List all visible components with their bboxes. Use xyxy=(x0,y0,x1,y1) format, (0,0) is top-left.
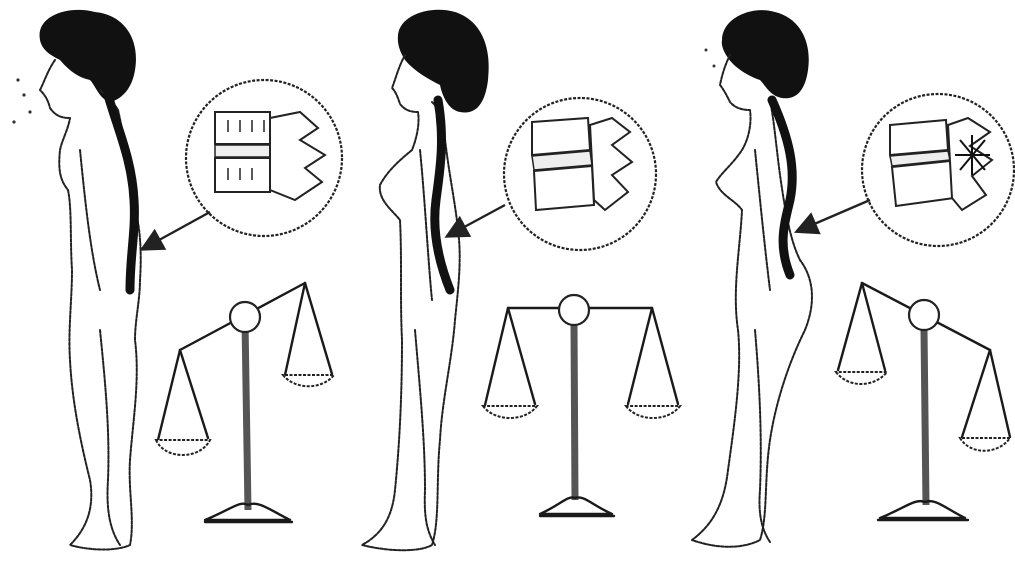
scale-post xyxy=(574,325,575,500)
body-outline xyxy=(692,55,812,547)
magnifier-pointer xyxy=(805,200,870,228)
figure-swayback xyxy=(692,10,812,547)
body-outline xyxy=(40,60,141,550)
scale-post xyxy=(245,322,248,510)
hair-shape xyxy=(40,10,136,102)
figure-upright xyxy=(362,10,489,550)
vertebra-lower xyxy=(534,166,594,210)
balance-scale-2 xyxy=(483,295,680,516)
scale-pan-right xyxy=(626,406,680,418)
vertebra-upper xyxy=(532,118,590,155)
scale-post xyxy=(924,330,926,505)
arm-line xyxy=(80,150,100,290)
breath-marks xyxy=(12,78,31,123)
hair-shape xyxy=(722,10,809,98)
magnifier-pointer xyxy=(455,205,505,232)
breath-marks xyxy=(705,49,716,68)
vertebra-upper xyxy=(890,120,948,155)
vertebra-upper xyxy=(215,112,270,144)
scale-pivot xyxy=(559,295,589,325)
scale-pan-right xyxy=(283,375,334,386)
panel-upright xyxy=(362,10,680,550)
scale-pivot xyxy=(230,302,260,332)
spine-curve xyxy=(435,100,450,290)
arm-line xyxy=(755,150,770,290)
spine-curve xyxy=(108,95,134,290)
arm-line xyxy=(420,150,432,300)
vertebra-lower xyxy=(215,158,270,192)
scale-pan-right xyxy=(960,438,1010,451)
scale-pan-left xyxy=(836,372,887,384)
scale-pan-left xyxy=(483,406,537,418)
panel-slouched xyxy=(12,10,342,550)
vertebra-lower xyxy=(892,161,954,206)
scale-pan-left xyxy=(156,440,210,455)
figure-slouched xyxy=(12,10,140,550)
balance-scale-1 xyxy=(156,283,334,522)
scale-pivot xyxy=(909,300,939,330)
leg-line xyxy=(415,330,435,545)
hair-shape xyxy=(398,10,489,113)
balance-scale-3 xyxy=(836,283,1010,520)
leg-line xyxy=(755,330,770,542)
vertebra-magnifier-2 xyxy=(504,98,656,250)
leg-line xyxy=(100,330,120,545)
disc xyxy=(215,145,270,157)
magnifier-pointer xyxy=(150,212,210,245)
panel-swayback xyxy=(692,10,1014,547)
pain-burst xyxy=(955,135,990,175)
vertebra-magnifier-3 xyxy=(862,94,1014,246)
vertebra-process xyxy=(948,118,992,210)
